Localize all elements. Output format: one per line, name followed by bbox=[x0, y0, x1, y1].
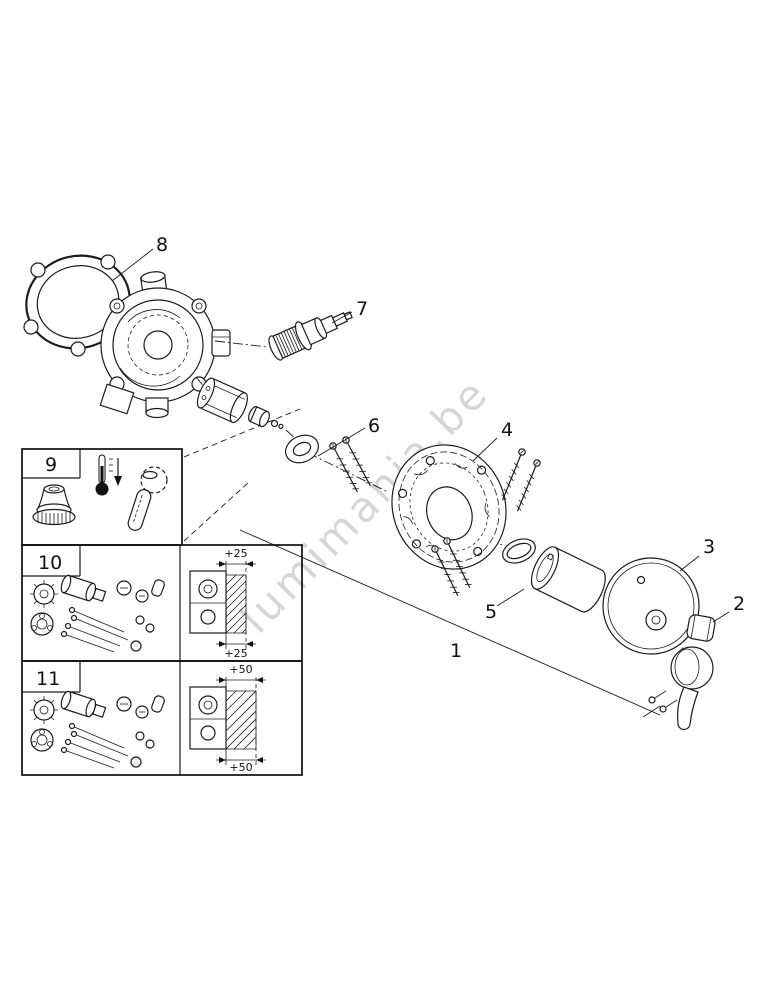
inset-box-10: 10 +25 +25 bbox=[21, 544, 303, 662]
assembly-leader-line bbox=[239, 529, 661, 716]
thermometer-icon bbox=[95, 454, 122, 496]
handle-set-screws bbox=[642, 690, 678, 718]
callout-1: 1 bbox=[450, 640, 462, 662]
callout-6: 6 bbox=[368, 415, 380, 437]
callout-2: 2 bbox=[733, 593, 745, 615]
dim-label-bottom-25: +25 bbox=[224, 647, 247, 660]
valve-rough-in-body bbox=[99, 271, 231, 419]
callout-4: 4 bbox=[501, 419, 513, 441]
spare-parts-cluster-10 bbox=[29, 573, 167, 653]
o-ring bbox=[502, 538, 536, 564]
diverter-cartridge bbox=[196, 377, 284, 429]
thermostatic-cartridge bbox=[268, 311, 353, 361]
extension-sleeve bbox=[530, 546, 606, 613]
callout-8: 8 bbox=[156, 234, 168, 256]
dim-label-top-25: +25 bbox=[224, 547, 247, 560]
dim-label-bottom-50: +50 bbox=[229, 761, 252, 774]
escutcheon-plate bbox=[602, 557, 700, 655]
callout-3: 3 bbox=[703, 536, 715, 558]
handle-preview bbox=[127, 466, 168, 531]
mounting-plate bbox=[391, 444, 507, 570]
diverter-knob bbox=[686, 614, 716, 642]
association-dashed-lines bbox=[183, 408, 301, 542]
inset-label-11: 11 bbox=[36, 668, 60, 690]
mounting-flange-ring bbox=[284, 434, 320, 464]
spare-parts-cluster-11 bbox=[29, 689, 167, 769]
inset-label-9: 9 bbox=[45, 454, 57, 476]
inset-label-10: 10 bbox=[38, 552, 62, 574]
callout-leaders bbox=[111, 248, 730, 623]
inset-box-11: 11 +50 +50 bbox=[21, 660, 303, 776]
lever-handle bbox=[670, 646, 714, 731]
callout-5: 5 bbox=[485, 601, 497, 623]
inset-box-9: 9 bbox=[21, 448, 183, 546]
cap-part bbox=[32, 484, 76, 526]
dim-label-top-50: +50 bbox=[229, 663, 252, 676]
callout-7: 7 bbox=[356, 298, 368, 320]
install-depth-diagram-25: +25 +25 bbox=[189, 547, 256, 660]
install-depth-diagram-50: +50 +50 bbox=[189, 663, 266, 774]
